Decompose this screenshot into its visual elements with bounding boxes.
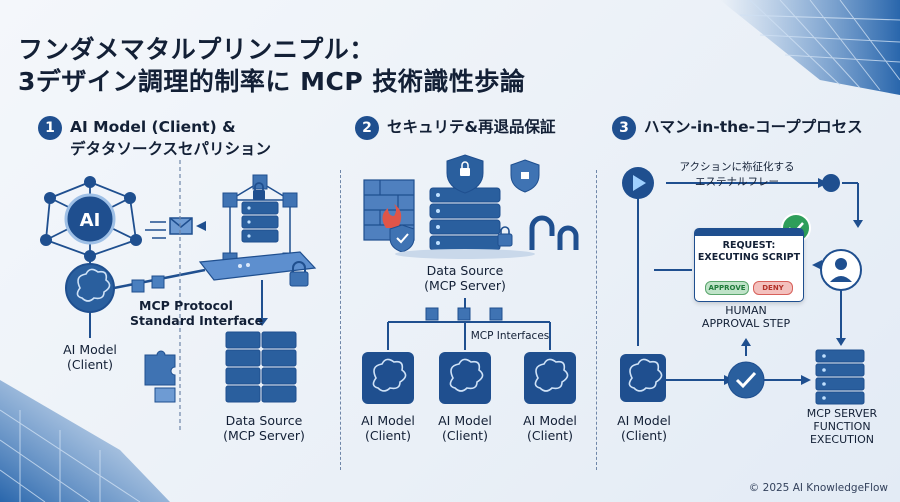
section-divider-2 <box>596 170 597 470</box>
page-title-line2: 3デザイン調理的制率に MCP 技術識性歩論 <box>18 67 526 96</box>
bg-circuit-grid-bottomleft <box>0 380 170 502</box>
section-1-diagram: AI <box>40 160 317 430</box>
end-node-icon <box>822 174 840 192</box>
section-divider-1 <box>340 170 341 470</box>
brain-tile-icon-2 <box>439 352 491 404</box>
server-execution-label: MCP SERVER FUNCTION EXECUTION <box>806 407 878 446</box>
section-3-header: 3 ハマン-in-the-コーププロセス <box>612 116 863 140</box>
shield-check-icon <box>389 224 415 253</box>
section-3-client-label: AI Model (Client) <box>617 413 671 443</box>
section-2-number: 2 <box>355 116 379 140</box>
section-2-client-label-2: AI Model (Client) <box>438 413 492 443</box>
section-2-client-label-3: AI Model (Client) <box>523 413 577 443</box>
brain-icon <box>65 263 115 313</box>
action-label: アクションに袮征化する エステナルフレー <box>679 161 795 188</box>
section-2-client-label-1: AI Model (Client) <box>361 413 415 443</box>
lock-icon <box>253 182 265 200</box>
section-3-diagram <box>620 167 865 405</box>
section-1-datasource-label: Data Source (MCP Server) <box>223 413 305 443</box>
section-1-title-line2: デタタソークスセパリション <box>70 140 272 158</box>
section-2-datasource-label: Data Source (MCP Server) <box>424 263 506 293</box>
person-icon <box>820 249 862 291</box>
page-title-line1: フンダメマタルプリンニプル： <box>18 35 375 64</box>
approval-request-panel: REQUEST: EXECUTING SCRIPT APPROVE DENY <box>694 228 804 302</box>
lock-icon <box>529 215 579 250</box>
section-3-number: 3 <box>612 116 636 140</box>
section-1-header: 1 AI Model (Client) & デタタソークスセパリション <box>38 116 271 160</box>
lock-icon-2 <box>289 261 309 287</box>
brain-tile-icon <box>620 354 666 402</box>
mcp-server-icon <box>815 349 865 405</box>
bg-circuit-grid-topright <box>720 0 900 95</box>
mcp-interfaces-label: MCP Interfaces <box>470 330 550 342</box>
section-1-client-label: AI Model (Client) <box>63 342 117 372</box>
section-1-number: 1 <box>38 116 62 140</box>
deny-button[interactable]: DENY <box>753 281 793 295</box>
section-2-diagram <box>362 154 579 404</box>
brain-tile-icon <box>362 352 414 404</box>
server-stack-icon <box>429 187 501 251</box>
play-icon <box>622 167 654 199</box>
server-stack-icon <box>241 201 279 243</box>
panel-request-text: REQUEST: EXECUTING SCRIPT <box>697 240 801 263</box>
puzzle-icon <box>144 350 176 403</box>
section-3-title: ハマン-in-the-コーププロセス <box>644 118 863 136</box>
approve-button[interactable]: APPROVE <box>705 281 749 295</box>
datasource-server-icon <box>225 331 297 403</box>
panel-titlebar <box>695 229 803 236</box>
footer-copyright: © 2025 AI KnowledgeFlow <box>748 482 888 494</box>
shield-lock-icon <box>446 154 484 194</box>
approval-check-icon <box>727 361 765 399</box>
protocol-label: MCP Protocol Standard Interface <box>130 298 264 328</box>
approval-step-label: HUMAN APPROVAL STEP <box>701 304 791 330</box>
section-2-title: セキュリテ&再退品保証 <box>387 118 556 136</box>
brain-tile-icon-3 <box>524 352 576 404</box>
section-2-header: 2 セキュリテ&再退品保証 <box>355 116 556 140</box>
envelope-icon <box>145 217 193 239</box>
shield-lock-icon-2 <box>510 159 540 193</box>
section-1-title-line1: AI Model (Client) & <box>70 118 236 136</box>
ai-text: AI <box>80 210 101 231</box>
